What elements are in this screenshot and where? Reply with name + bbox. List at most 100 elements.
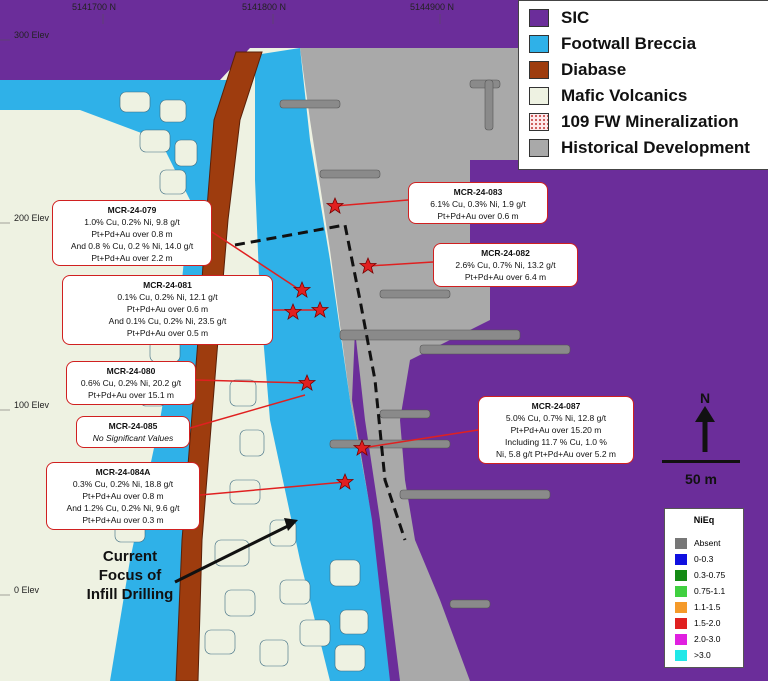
callout-line: And 0.1% Cu, 0.2% Ni, 23.5 g/t [108,316,227,326]
north-label: N [699,390,711,406]
callout-line: 5.0% Cu, 0.7% Ni, 12.8 g/t [505,413,607,423]
grid-label-3: 5144900 N [410,2,455,12]
callout-line: 0.6% Cu, 0.2% Ni, 20.2 g/t [80,378,182,388]
elev-300: 300 Elev [14,30,50,40]
nieq-label: 0-0.3 [694,554,714,564]
nieq-swatch [675,633,687,645]
intercept-stars [283,196,378,490]
leader-lines [189,199,479,496]
callout-title: MCR-24-087 [531,401,581,411]
callout-mcr-24-079: MCR-24-079 1.0% Cu, 0.2% Ni, 9.8 g/t Pt+… [52,200,212,266]
star-081a [283,302,303,320]
callout-line: Pt+Pd+Au over 15.20 m [510,425,602,435]
legend-swatch [529,35,549,53]
nieq-item: >3.0 [675,649,711,661]
focus-line: Current [102,548,158,565]
nieq-label: >3.0 [694,650,711,660]
legend-swatch [529,139,549,157]
legend-item: Footwall Breccia [529,33,696,55]
callout-mcr-24-085: MCR-24-085 No Significant Values [76,416,190,448]
scale-bar: 50 m [656,460,746,487]
callout-mcr-24-083: MCR-24-083 6.1% Cu, 0.3% Ni, 1.9 g/t Pt+… [408,182,548,224]
legend-item: Mafic Volcanics [529,85,687,107]
nieq-label: Absent [694,538,721,548]
callout-line: Pt+Pd+Au over 2.2 m [91,253,173,263]
grid-lines [0,14,441,596]
callout-line: 2.6% Cu, 0.7% Ni, 13.2 g/t [455,260,556,270]
focus-arrowhead [284,518,298,531]
legend-item: Historical Development [529,137,750,159]
callout-mcr-24-082: MCR-24-082 2.6% Cu, 0.7% Ni, 13.2 g/t Pt… [433,243,578,287]
legend-label: Historical Development [561,138,750,157]
callout-mcr-24-084a: MCR-24-084A 0.3% Cu, 0.2% Ni, 18.8 g/t P… [46,462,200,530]
legend-label: Footwall Breccia [561,34,697,53]
geology-legend: SIC Footwall Breccia Diabase Mafic Volca… [518,0,768,170]
nieq-item: 1.5-2.0 [675,617,720,629]
callout-line: Pt+Pd+Au over 0.8 m [91,229,173,239]
footwall-breccia-right [255,48,400,681]
star-082 [358,256,378,274]
legend-label: Mafic Volcanics [561,86,688,105]
legend-label: 109 FW Mineralization [561,112,739,131]
historical-workings [279,79,571,609]
callout-title: MCR-24-082 [481,248,530,258]
callout-line: 6.1% Cu, 0.3% Ni, 1.9 g/t [430,199,526,209]
legend-item: Diabase [529,59,626,81]
focus-line: Infill Drilling [86,586,174,603]
callout-title: MCR-24-083 [453,187,503,197]
star-079 [292,280,312,298]
footwall-breccia-left [0,80,230,681]
nieq-label: 0.75-1.1 [694,586,726,596]
elev-0: 0 Elev [14,585,40,595]
callout-line: Including 11.7 % Cu, 1.0 % [505,437,607,447]
legend-label: SIC [561,8,590,27]
legend-swatch [529,61,549,79]
callout-line: Pt+Pd+Au over 0.8 m [82,491,164,501]
star-087 [352,438,372,456]
legend-label: Diabase [561,60,627,79]
callout-line: Pt+Pd+Au over 6.4 m [464,272,547,282]
nieq-label: 0.3-0.75 [694,570,726,580]
callout-line: 0.1% Cu, 0.2% Ni, 12.1 g/t [117,292,218,302]
grid-label-1: 5141700 N [72,2,117,12]
callout-line: Ni, 5.8 g/t Pt+Pd+Au over 5.2 m [495,449,616,459]
nieq-swatch [675,649,687,661]
callout-note: No Significant Values [92,433,174,443]
legend-item: SIC [529,7,589,29]
star-083 [325,196,345,214]
north-arrowhead [695,406,715,422]
nieq-item: 0.75-1.1 [675,585,725,597]
nieq-swatch [675,601,687,613]
nieq-swatch [675,569,687,581]
callout-line: Pt+Pd+Au over 0.5 m [126,328,209,338]
nieq-item: 2.0-3.0 [675,633,720,645]
callout-title: MCR-24-084A [95,467,151,477]
nieq-label: 2.0-3.0 [694,634,721,644]
star-084a [335,472,355,490]
callout-line: Pt+Pd+Au over 0.3 m [82,515,164,525]
nieq-item: 0-0.3 [675,553,713,565]
sic-sliver [352,330,400,681]
callout-title: MCR-24-085 [108,421,158,431]
callout-line: 0.3% Cu, 0.2% Ni, 18.8 g/t [72,479,174,489]
nieq-item: Absent [675,537,720,549]
scale-label: 50 m [685,471,717,487]
star-080 [297,373,317,391]
nieq-swatch [675,537,687,549]
nieq-swatch [675,617,687,629]
callout-line: 1.0% Cu, 0.2% Ni, 9.8 g/t [84,217,180,227]
focus-arrow [174,523,291,584]
infill-focus-outline [234,223,407,541]
elev-200: 200 Elev [14,213,50,223]
callout-mcr-24-087: MCR-24-087 5.0% Cu, 0.7% Ni, 12.8 g/t Pt… [478,396,634,464]
callout-title: MCR-24-080 [106,366,156,376]
callout-mcr-24-080: MCR-24-080 0.6% Cu, 0.2% Ni, 20.2 g/t Pt… [66,361,196,405]
nieq-item: 1.1-1.5 [675,601,720,613]
focus-label: Current Focus of Infill Drilling [70,547,190,604]
legend-swatch [529,113,549,131]
elev-100: 100 Elev [14,400,50,410]
grid-label-2: 5141800 N [242,2,287,12]
callout-line: Pt+Pd+Au over 0.6 m [437,211,519,221]
nieq-label: 1.1-1.5 [694,602,721,612]
